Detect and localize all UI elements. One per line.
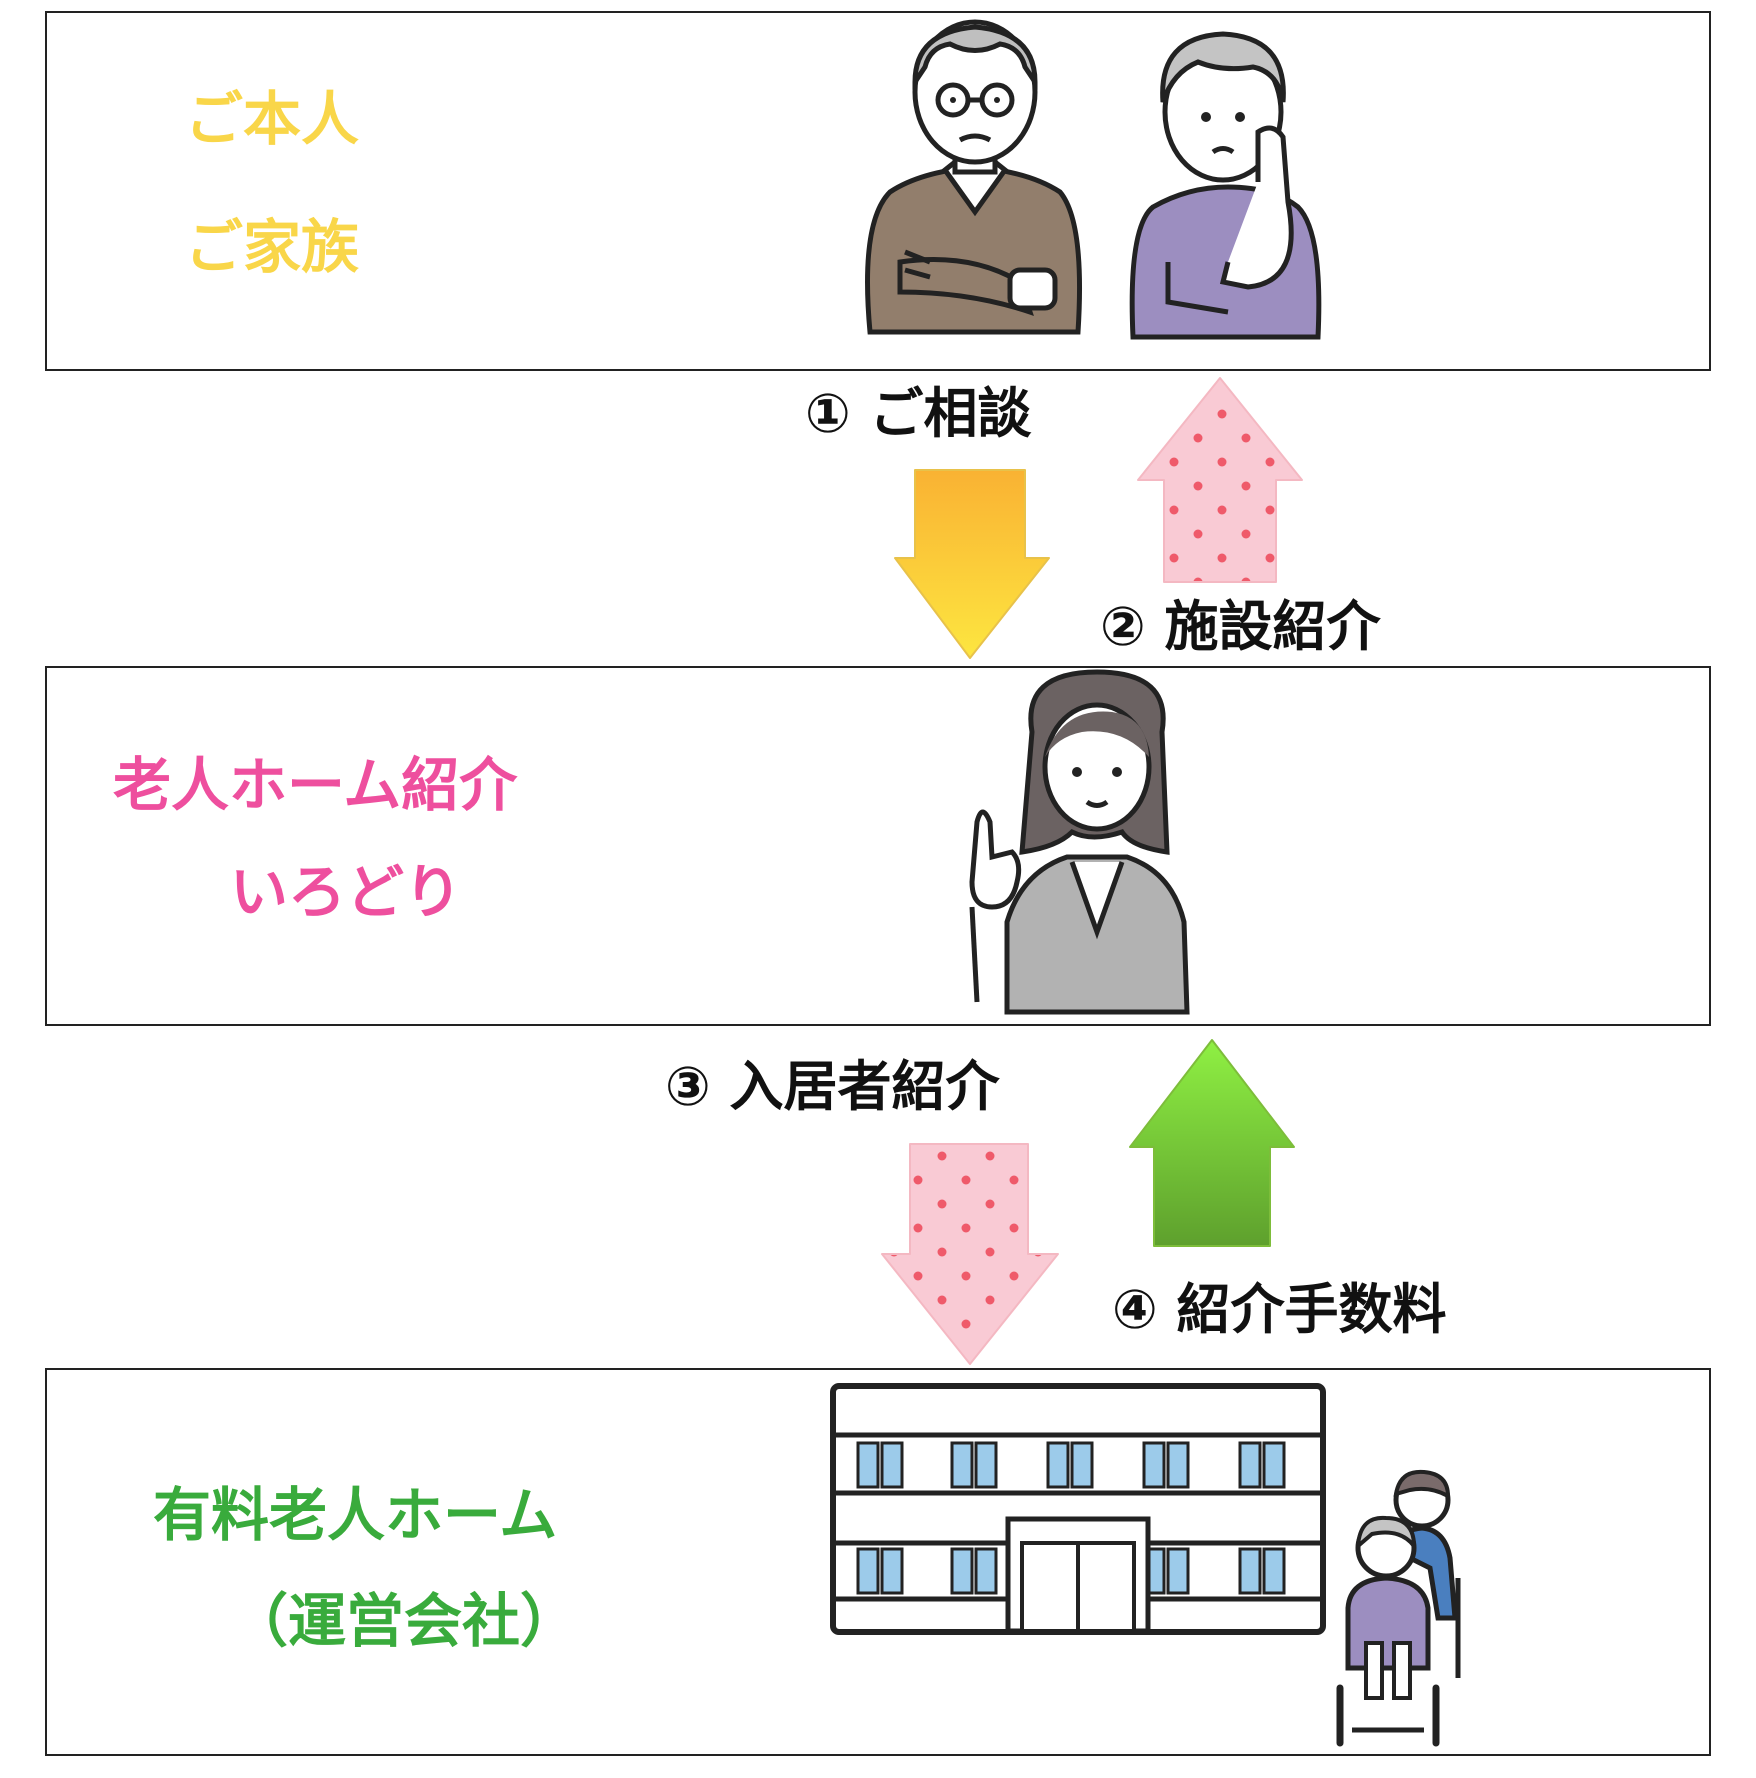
down-arrow-icon: [894, 469, 1050, 659]
wheelchair-caregiver-icon: [1336, 1469, 1461, 1747]
home-label-line2: （運営会社）: [230, 1587, 579, 1655]
irodori-label-line1: 老人ホーム紹介: [113, 751, 518, 819]
flow-step2-label: ② 施設紹介: [1100, 595, 1381, 658]
flow-step3-label: ③ 入居者紹介: [665, 1055, 1000, 1118]
up-arrow-icon: [1137, 377, 1303, 583]
elderly-woman-icon: [1129, 31, 1322, 340]
family-label-line2: ご家族: [185, 213, 360, 281]
home-label-line1: 有料老人ホーム: [153, 1481, 558, 1549]
flow-step4-label: ④ 紹介手数料: [1112, 1278, 1447, 1341]
elderly-man-icon: [865, 19, 1083, 335]
flow-step1-label: ① ご相談: [805, 382, 1032, 445]
irodori-label-line2: いろどり: [230, 858, 463, 926]
irodori-box: [45, 666, 1711, 1026]
consultant-woman-icon: [969, 669, 1190, 1015]
down-arrow-icon: [881, 1143, 1059, 1365]
up-arrow-icon: [1129, 1039, 1295, 1247]
building-icon: [830, 1383, 1326, 1635]
family-label-line1: ご本人: [185, 85, 360, 153]
